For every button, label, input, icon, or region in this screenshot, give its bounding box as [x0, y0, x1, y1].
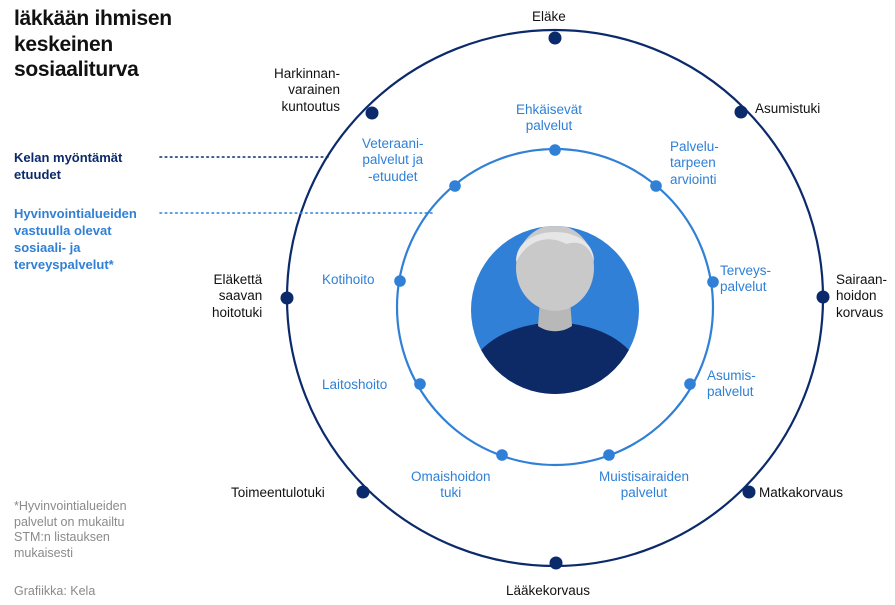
- inner-ring-marker: [684, 378, 696, 390]
- title-line: keskeinen: [14, 32, 113, 56]
- label-line: Veteraani-: [362, 136, 424, 151]
- footnote-line: palvelut on mukailtu: [14, 514, 125, 529]
- service-label-laitoshoito: Laitoshoito: [322, 377, 387, 393]
- label-line: Matkakorvaus: [759, 485, 844, 500]
- label-line: Asumis-: [707, 368, 756, 383]
- inner-ring-marker: [449, 180, 461, 192]
- inner-service-markers: [394, 144, 719, 461]
- inner-ring-marker: [603, 449, 615, 461]
- benefit-label-matkakorvaus: Matkakorvaus: [759, 485, 843, 501]
- inner-ring-marker: [650, 180, 662, 192]
- label-line: Lääkekorvaus: [506, 583, 591, 598]
- service-label-terveyspalvelut: Terveys-palvelut: [720, 263, 771, 296]
- outer-ring-marker: [734, 105, 748, 119]
- legend-line: Hyvinvointialueiden: [14, 206, 137, 221]
- legend-kela-benefits: Kelan myöntämät etuudet: [14, 150, 122, 184]
- label-line: -etuudet: [368, 168, 418, 184]
- benefit-label-elake: Eläke: [532, 9, 566, 25]
- outer-ring-marker: [742, 485, 756, 499]
- label-line: hoidon: [836, 288, 877, 304]
- label-line: kuntoutus: [281, 98, 341, 114]
- outer-ring-marker: [280, 291, 294, 305]
- diagram-title: läkkään ihmisen keskeinen sosiaaliturva: [14, 6, 172, 83]
- outer-benefit-markers: [280, 31, 830, 570]
- footnote-line: STM:n listauksen: [14, 530, 110, 545]
- label-line: Sairaan-: [836, 272, 888, 287]
- label-line: Terveys-: [720, 263, 772, 278]
- label-line: saavan: [218, 288, 263, 304]
- service-label-asumispalvelut: Asumis-palvelut: [707, 368, 756, 401]
- graphic-credit: Grafiikka: Kela: [14, 584, 96, 598]
- label-line: Ehkäisevät: [516, 102, 583, 117]
- inner-ring-marker: [394, 275, 406, 287]
- inner-ring-marker: [707, 276, 719, 288]
- label-line: hoitotuki: [212, 304, 263, 320]
- label-line: Palvelu-: [670, 139, 719, 154]
- outer-ring-marker: [816, 290, 830, 304]
- service-label-kotihoito: Kotihoito: [322, 272, 375, 288]
- label-line: palvelut: [720, 279, 767, 295]
- label-line: Omaishoidon: [411, 469, 491, 484]
- inner-ring-marker: [414, 378, 426, 390]
- title-line: läkkään ihmisen: [14, 7, 172, 30]
- label-line: Harkinnan-: [274, 66, 341, 81]
- label-line: Kotihoito: [322, 272, 375, 287]
- label-line: arviointi: [670, 171, 717, 187]
- label-line: palvelut: [620, 485, 668, 501]
- label-line: palvelut ja: [362, 152, 424, 168]
- benefit-label-laakekorvaus: Lääkekorvaus: [506, 583, 590, 599]
- outer-ring-marker: [549, 556, 563, 570]
- label-line: Laitoshoito: [322, 377, 388, 392]
- label-line: tuki: [440, 485, 462, 501]
- footnote-line: *Hyvinvointialueiden: [14, 499, 127, 513]
- outer-ring-marker: [548, 31, 562, 45]
- inner-ring-marker: [496, 449, 508, 461]
- label-line: varainen: [288, 82, 341, 98]
- label-line: Toimeentulotuki: [231, 485, 325, 500]
- benefit-label-asumistuki: Asumistuki: [755, 101, 820, 117]
- footnote: *Hyvinvointialueiden palvelut on mukailt…: [14, 499, 127, 562]
- label-line: Asumistuki: [755, 101, 821, 116]
- outer-ring-marker: [356, 485, 370, 499]
- label-line: palvelut: [525, 118, 573, 134]
- title-line: sosiaaliturva: [14, 58, 139, 82]
- label-line: Eläkettä: [213, 272, 263, 287]
- label-line: Eläke: [532, 9, 566, 24]
- benefit-label-toimeentulotuki: Toimeentulotuki: [231, 485, 325, 501]
- label-line: korvaus: [836, 304, 884, 320]
- footnote-line: mukaisesti: [14, 545, 74, 560]
- legend-line: terveyspalvelut*: [14, 256, 114, 272]
- legend-line: Kelan myöntämät: [14, 150, 123, 165]
- legend-line: etuudet: [14, 166, 61, 182]
- service-label-veteraanipalvelut: Veteraani-palvelut ja-etuudet: [362, 136, 424, 185]
- outer-ring-marker: [365, 106, 379, 120]
- label-line: palvelut: [707, 384, 754, 400]
- legend-wellbeing-services: Hyvinvointialueiden vastuulla olevat sos…: [14, 206, 137, 274]
- inner-ring-marker: [549, 144, 561, 156]
- label-line: Muistisairaiden: [599, 469, 690, 484]
- label-line: tarpeen: [670, 155, 716, 171]
- legend-line: vastuulla olevat: [14, 222, 112, 238]
- legend-line: sosiaali- ja: [14, 239, 81, 255]
- elderly-person-icon: [471, 226, 639, 394]
